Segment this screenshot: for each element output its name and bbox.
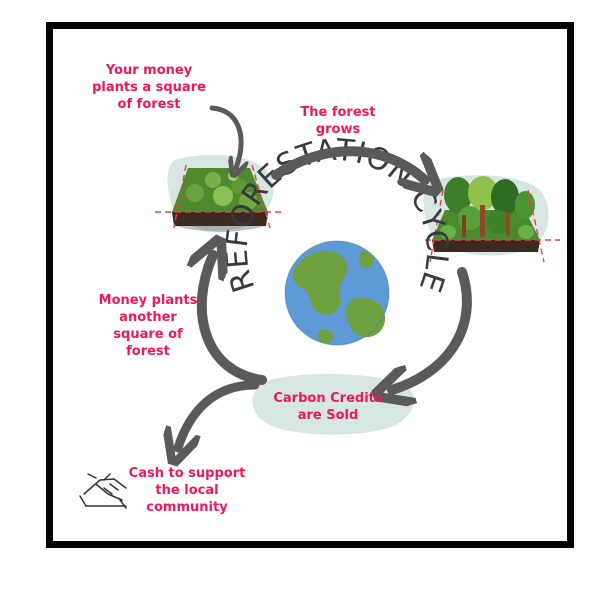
arrow-credits — [392, 267, 472, 390]
label-line: grows — [315, 122, 361, 137]
arrow-grows — [271, 146, 425, 180]
label-line: Money plants — [98, 293, 198, 308]
label-line: The forest — [300, 105, 376, 120]
arrow-community — [178, 380, 260, 448]
label-line: forest — [126, 344, 170, 359]
label-line: are Sold — [297, 408, 359, 423]
earth-globe-icon — [284, 240, 390, 346]
arrow-money-in — [209, 105, 241, 168]
handshake-icon — [79, 473, 127, 509]
label-line: square of — [113, 327, 183, 342]
step-cash-community-label: Cash to support the local community — [112, 465, 262, 516]
step-forest-grows-label: The forest grows — [283, 104, 393, 138]
label-line: Cash to support — [128, 466, 246, 481]
step-money-plants-label: Your money plants a square of forest — [84, 62, 214, 113]
label-line: Your money — [105, 63, 193, 78]
label-line: the local — [155, 483, 219, 498]
label-line: community — [146, 500, 228, 515]
label-line: Carbon Credits — [273, 391, 383, 406]
arrow-replant — [202, 255, 267, 385]
label-line: another — [119, 310, 177, 325]
step-money-replants-label: Money plants another square of forest — [82, 292, 214, 360]
grown-forest-icon — [425, 176, 560, 263]
step-carbon-credits-label: Carbon Credits are Sold — [258, 390, 398, 424]
label-line: plants a square — [92, 80, 206, 95]
label-line: of forest — [117, 97, 181, 112]
